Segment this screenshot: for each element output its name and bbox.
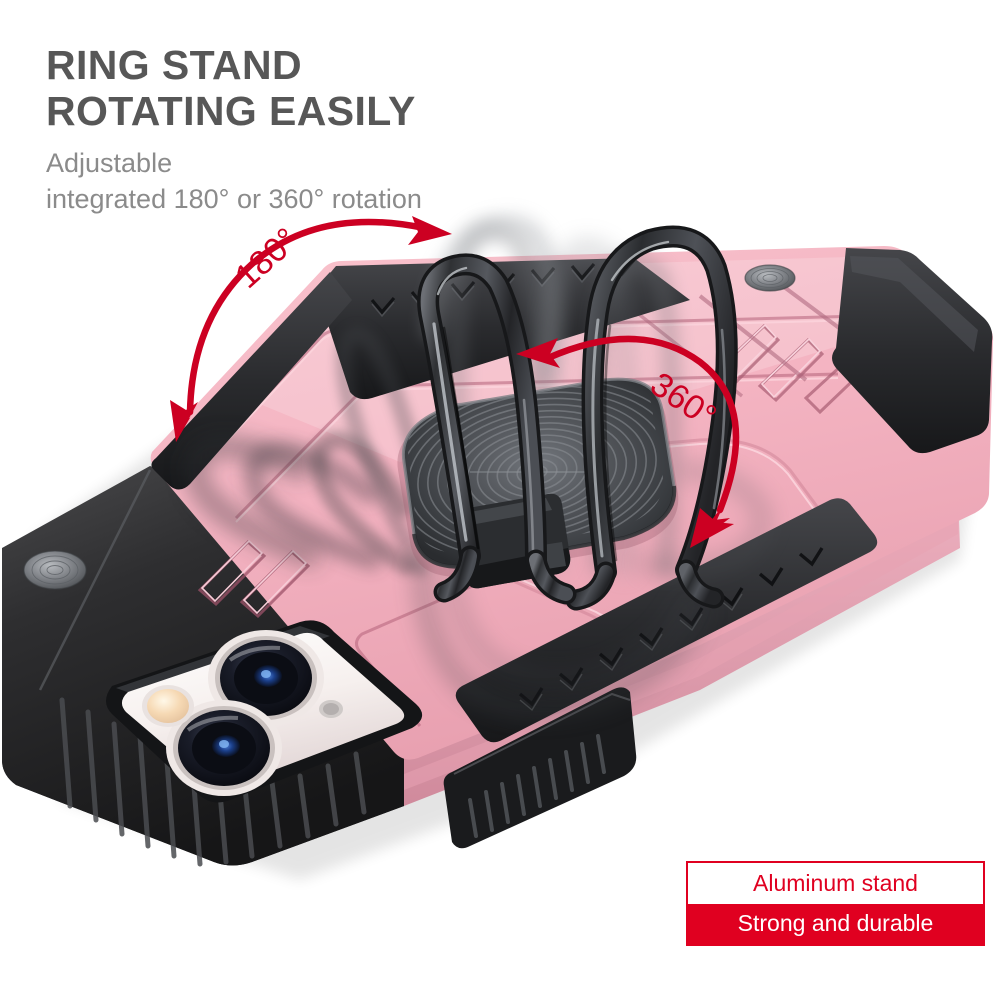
camera-lens-top <box>208 630 324 726</box>
page-title-line-2: ROTATING EASILY <box>46 88 416 134</box>
case-top-rail-right <box>832 248 993 454</box>
case-metal-accent-top-left <box>744 264 796 292</box>
camera-flash <box>142 685 194 727</box>
feature-badge: Aluminum stand Strong and durable <box>686 861 985 946</box>
ring-stand-primary-legs <box>433 545 577 605</box>
phone-case-body <box>2 246 994 867</box>
camera-lens-bottom <box>166 700 282 796</box>
subtitle-line-1: Adjustable <box>46 148 173 178</box>
subtitle-line-2: integrated 180° or 360° rotation <box>46 184 422 214</box>
ring-stand-primary <box>417 253 547 571</box>
case-engraved-slots-left <box>197 539 311 619</box>
rotation-360-arrow <box>516 335 740 548</box>
rotation-180-arrow <box>170 216 452 442</box>
rotation-180-label: 180° <box>228 221 306 296</box>
feature-badge-line-2: Strong and durable <box>688 903 983 944</box>
case-bumper-ribs-left <box>38 469 367 867</box>
page-title-line-1: RING STAND <box>46 42 303 88</box>
subtitle-block: Adjustable integrated 180° or 360° rotat… <box>46 145 666 217</box>
headline-block: RING STAND ROTATING EASILY Adjustable in… <box>46 42 666 217</box>
camera-module <box>106 620 423 803</box>
feature-badge-line-1: Aluminum stand <box>688 863 983 904</box>
rotation-180-label-group: 180° <box>228 221 306 296</box>
camera-sensor-dot <box>319 700 343 718</box>
case-metal-accent-left <box>23 550 87 590</box>
case-rail-left-lower <box>151 272 352 490</box>
case-side-wall-right-hi <box>404 516 958 790</box>
ring-stand-secondary <box>565 225 738 611</box>
